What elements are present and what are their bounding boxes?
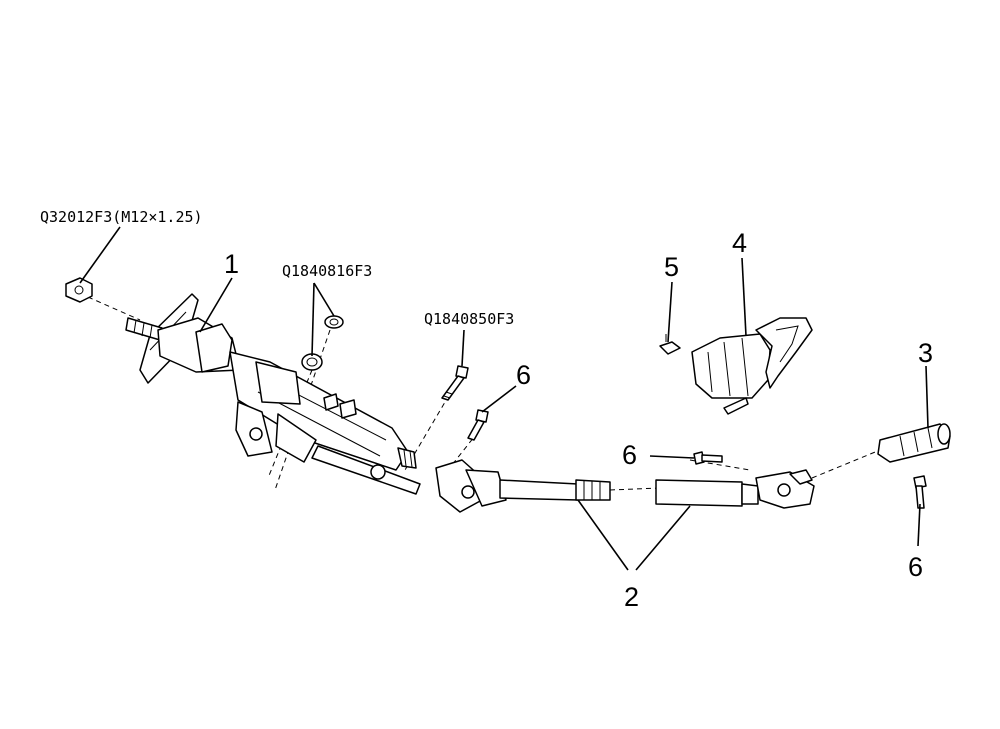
callout-6-shaft-bolt: 6 xyxy=(622,440,637,470)
bolt-part-code-1: Q1840816F3 xyxy=(282,262,372,280)
flange-nut xyxy=(65,277,93,303)
pinch-bolt-1 xyxy=(467,409,489,441)
leader-lines xyxy=(79,226,929,571)
dust-boot xyxy=(691,317,813,415)
long-bolt xyxy=(441,365,469,401)
callout-2: 2 xyxy=(624,582,639,612)
callout-1: 1 xyxy=(224,249,239,279)
steering-column-assembly xyxy=(125,293,421,495)
bolt-part-code-2: Q1840850F3 xyxy=(424,310,514,328)
retaining-clip xyxy=(659,334,681,355)
pinch-bolt-2 xyxy=(693,451,723,465)
intermediate-shaft xyxy=(435,459,815,513)
pinch-bolt-3 xyxy=(913,475,927,509)
callout-5: 5 xyxy=(664,252,679,282)
nut-part-code: Q32012F3(M12×1.25) xyxy=(40,208,203,226)
callout-6-coupling-bolt: 6 xyxy=(908,552,923,582)
callout-4: 4 xyxy=(732,228,747,258)
callout-6-column-bolt: 6 xyxy=(516,360,531,390)
lower-coupling xyxy=(877,423,951,463)
bolt-with-washer xyxy=(301,315,344,371)
callout-3: 3 xyxy=(918,338,933,368)
